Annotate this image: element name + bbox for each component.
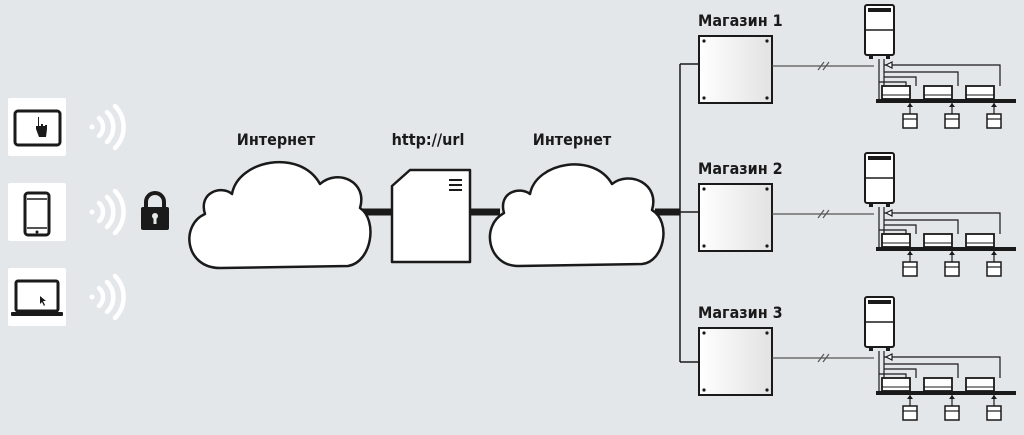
remote-controller-icon [902, 395, 918, 421]
device-laptop [8, 268, 66, 326]
pipe-network [878, 59, 1001, 100]
mounting-rail [876, 247, 1016, 251]
remote-controller-icon [986, 395, 1002, 421]
indoor-unit-icon [965, 377, 995, 392]
store-bus [679, 63, 699, 363]
indoor-unit-icon [923, 85, 953, 100]
outdoor-unit-icon [864, 152, 895, 207]
signal-line [772, 61, 874, 71]
signal-line [772, 209, 874, 219]
wifi-icon [89, 188, 126, 236]
store-group-3: Магазин 3 [698, 296, 1016, 421]
indoor-unit-icon [965, 233, 995, 248]
lock-icon [141, 191, 169, 230]
cloud-icon [488, 163, 665, 268]
store-group-1: Магазин 1 [698, 4, 1016, 129]
device-tablet [8, 98, 66, 156]
remote-controller-icon [944, 395, 960, 421]
cursor-icon [40, 296, 46, 306]
indoor-unit-icon [881, 233, 911, 248]
label-internet-left: Интернет [237, 130, 316, 149]
outdoor-unit-icon [864, 296, 895, 351]
hand-pointer-icon [36, 117, 47, 137]
indoor-unit-icon [923, 233, 953, 248]
device-smartphone [8, 183, 66, 241]
controller-box-icon [698, 35, 773, 104]
label-server-url: http://url [392, 130, 465, 149]
indoor-unit-icon [881, 85, 911, 100]
wifi-icon [89, 103, 126, 151]
controller-box-icon [698, 327, 773, 396]
indoor-unit-icon [881, 377, 911, 392]
outdoor-unit-icon [864, 4, 895, 59]
mounting-rail [876, 391, 1016, 395]
remote-controller-icon [902, 251, 918, 277]
store-label: Магазин 3 [698, 303, 783, 322]
remote-controller-icon [902, 103, 918, 129]
indoor-unit-icon [923, 377, 953, 392]
remote-controller-icon [944, 251, 960, 277]
remote-controller-icon [986, 251, 1002, 277]
remote-controller-icon [944, 103, 960, 129]
store-label: Магазин 2 [698, 159, 783, 178]
label-internet-right: Интернет [533, 130, 612, 149]
signal-line [772, 353, 874, 363]
cloud-icon [188, 160, 372, 270]
mounting-rail [876, 99, 1016, 103]
store-label: Магазин 1 [698, 11, 783, 30]
store-group-2: Магазин 2 [698, 152, 1016, 277]
remote-controller-icon [986, 103, 1002, 129]
controller-box-icon [698, 183, 773, 252]
wifi-icon [89, 273, 126, 321]
server-icon [390, 168, 472, 264]
indoor-unit-icon [965, 85, 995, 100]
